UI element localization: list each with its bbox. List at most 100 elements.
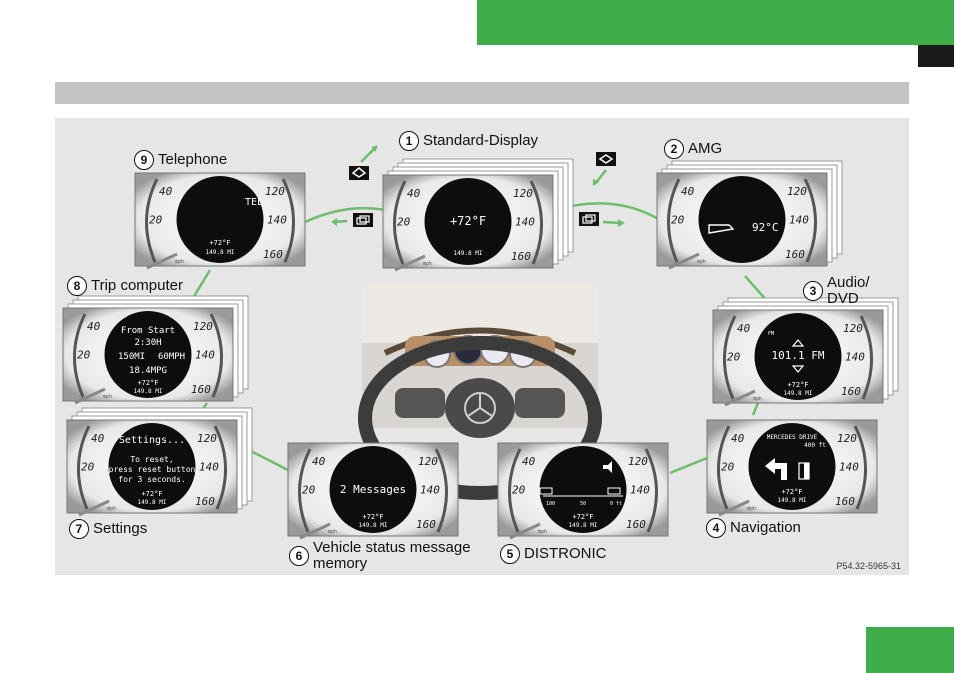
needle — [718, 499, 750, 517]
reference-code: P54.32-5965-31 — [836, 561, 901, 571]
tick-label: 120 — [193, 320, 213, 333]
tick-label: 160 — [511, 250, 531, 263]
needle — [724, 389, 756, 407]
unit-label: mph — [753, 396, 762, 402]
screen-text: +72°F — [572, 513, 593, 521]
screen-text: 400 ft — [804, 442, 826, 449]
window-button-icon — [353, 213, 373, 227]
tick-label: 20 — [302, 484, 316, 497]
up-arrow-icon — [791, 339, 805, 347]
tick-label: 120 — [197, 432, 217, 445]
screen-text: +72°F — [209, 239, 230, 247]
screen — [329, 446, 417, 533]
needle — [394, 254, 426, 272]
tick-label: 140 — [839, 461, 859, 474]
needle — [509, 522, 541, 540]
tick-label: 120 — [418, 455, 438, 468]
screen — [754, 313, 842, 400]
needle — [146, 252, 178, 270]
screen-text: 149.8 MI — [454, 250, 483, 257]
screen-text: +72°F — [781, 488, 802, 496]
needle — [668, 252, 700, 270]
screen-text: 92°C — [752, 221, 779, 234]
tick-label: 120 — [265, 185, 285, 198]
tick-label: 140 — [630, 484, 650, 497]
own-car-icon — [607, 487, 621, 495]
tick-label: 20 — [81, 461, 95, 474]
tick-label: 140 — [267, 214, 287, 227]
oil-can-icon — [708, 224, 735, 234]
screen-text: +72°F — [141, 490, 162, 498]
tick-label: 20 — [721, 461, 735, 474]
tick-label: 160 — [626, 518, 646, 531]
screen-text: 100 — [546, 501, 555, 507]
unit-label: mph — [103, 394, 112, 400]
tick-label: 120 — [513, 187, 533, 200]
screen-text: 18.4MPG — [129, 366, 167, 376]
screen-text: 149.8 MI — [569, 522, 598, 529]
section-tab — [918, 45, 954, 67]
screen-text: From Start — [121, 326, 175, 336]
tick-label: 160 — [835, 495, 855, 508]
tick-label: 140 — [195, 349, 215, 362]
tick-label: 140 — [789, 214, 809, 227]
screen-text: 149.8 MI — [206, 249, 235, 256]
page-corner-block — [866, 627, 954, 673]
tick-label: 160 — [416, 518, 436, 531]
unit-label: mph — [423, 261, 432, 267]
header-accent-bar — [477, 0, 954, 45]
tick-label: 20 — [727, 351, 741, 364]
tick-label: 120 — [628, 455, 648, 468]
screen-text: 149.8 MI — [134, 388, 163, 395]
tick-label: 40 — [87, 320, 101, 333]
screen — [108, 423, 196, 510]
screen-text: 50 — [580, 501, 586, 507]
screen-text: +72°F — [450, 214, 486, 228]
unit-label: mph — [107, 506, 116, 512]
tick-label: 20 — [149, 214, 163, 227]
down-button-icon — [596, 152, 616, 166]
tick-label: 120 — [787, 185, 807, 198]
screen-text: TEL — [245, 197, 263, 208]
screen-text: FM — [768, 331, 774, 337]
screen-text: 60MPH — [158, 352, 185, 362]
tick-label: 40 — [312, 455, 326, 468]
tick-label: 20 — [397, 216, 411, 229]
tick-label: 160 — [195, 495, 215, 508]
screen — [424, 178, 512, 265]
tick-label: 20 — [77, 349, 91, 362]
screen — [176, 176, 264, 263]
tick-label: 120 — [843, 322, 863, 335]
title-bar — [55, 82, 909, 104]
turn-left-arrow-icon — [765, 458, 787, 480]
screen-text: for 3 seconds. — [118, 475, 185, 484]
screen — [698, 176, 786, 263]
tick-label: 40 — [91, 432, 105, 445]
screen-text: MERCEDES DRIVE — [767, 434, 818, 441]
needle — [299, 522, 331, 540]
nav-arrows — [331, 145, 625, 227]
unit-label: mph — [747, 506, 756, 512]
unit-label: mph — [697, 259, 706, 265]
screen-text: 149.8 MI — [359, 522, 388, 529]
unit-label: mph — [328, 529, 337, 535]
screen-text: 149.8 MI — [784, 390, 813, 397]
up-button-icon — [349, 166, 369, 180]
tick-label: 120 — [837, 432, 857, 445]
tick-label: 140 — [845, 351, 865, 364]
tick-label: 160 — [841, 385, 861, 398]
window-button-icon — [579, 212, 599, 226]
tick-label: 140 — [515, 216, 535, 229]
